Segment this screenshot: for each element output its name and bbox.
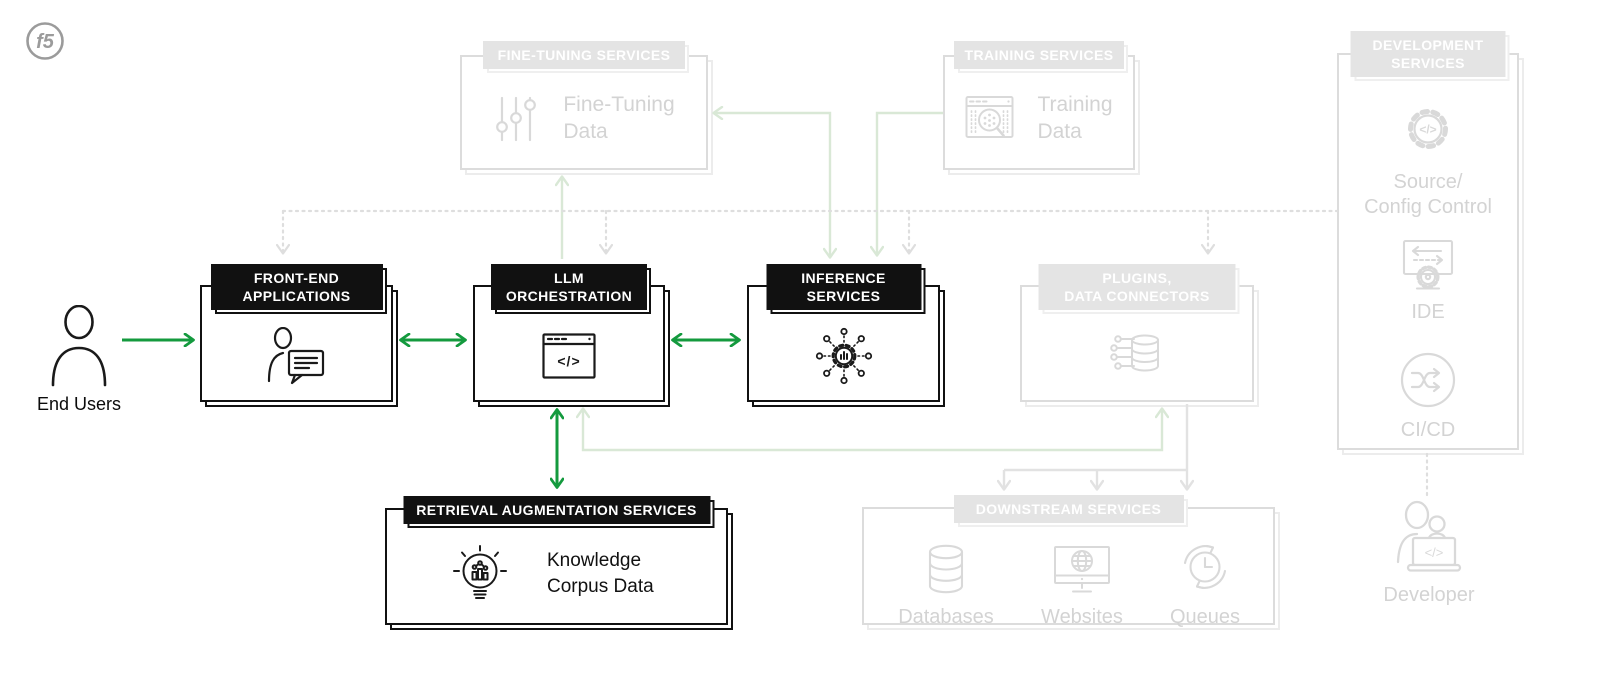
front-end-applications-header: FRONT-END APPLICATIONS bbox=[210, 264, 383, 310]
databases-label: Databases bbox=[898, 606, 994, 628]
developer-label: Developer bbox=[1383, 584, 1475, 606]
lightbulb-chart-icon bbox=[453, 544, 507, 599]
llm-orchestration-box: LLM ORCHESTRATION </> bbox=[473, 264, 665, 402]
browser-code-icon: </> bbox=[542, 332, 596, 379]
cicd-icon bbox=[1400, 352, 1456, 408]
database-icon bbox=[928, 544, 964, 594]
arrow-llm-plugins bbox=[583, 409, 1162, 452]
fine-tuning-services-box: FINE-TUNING SERVICES Fine-Tuning Data bbox=[460, 41, 708, 170]
front-end-applications-box: FRONT-END APPLICATIONS bbox=[200, 264, 393, 402]
fine-tuning-data-label: Fine-Tuning Data bbox=[563, 92, 675, 143]
cicd-label: CI/CD bbox=[1400, 419, 1456, 441]
ide-icon bbox=[1402, 239, 1454, 290]
gear-network-icon bbox=[815, 327, 872, 384]
f5-logo-text: f5 bbox=[36, 31, 55, 53]
gear-code-icon: </> bbox=[1408, 109, 1448, 149]
websites-label: Websites bbox=[1041, 606, 1123, 628]
downstream-item-queues: Queues bbox=[1140, 535, 1270, 630]
end-users-figure: End Users bbox=[26, 305, 132, 415]
retrieval-augmentation-header: RETRIEVAL AUGMENTATION SERVICES bbox=[403, 496, 710, 524]
inference-services-box: INFERENCE SERVICES bbox=[747, 264, 940, 402]
retrieval-augmentation-box: RETRIEVAL AUGMENTATION SERVICES Knowledg… bbox=[385, 496, 728, 625]
database-connector-icon bbox=[1110, 334, 1159, 371]
development-services-header: DEVELOPMENT SERVICES bbox=[1350, 31, 1506, 77]
dev-item-ide: IDE bbox=[1339, 239, 1517, 325]
dev-item-cicd: CI/CD bbox=[1339, 351, 1517, 443]
developer-figure: </> Developer bbox=[1377, 500, 1481, 608]
arrow-inference-finetuning bbox=[714, 113, 830, 257]
source-config-label: Source/ Config Control bbox=[1364, 171, 1492, 218]
end-users-label: End Users bbox=[36, 394, 122, 414]
dev-item-source-config: </> Source/ Config Control bbox=[1339, 97, 1517, 220]
plugins-data-connectors-header: PLUGINS, DATA CONNECTORS bbox=[1038, 264, 1236, 310]
queues-label: Queues bbox=[1169, 606, 1241, 628]
llm-orchestration-header: LLM ORCHESTRATION bbox=[491, 264, 647, 310]
f5-logo-icon: f5 bbox=[26, 22, 64, 60]
training-data-label: Training Data bbox=[1037, 92, 1113, 143]
sliders-icon bbox=[496, 96, 537, 141]
plugins-data-connectors-box: PLUGINS, DATA CONNECTORS bbox=[1020, 264, 1254, 402]
fine-tuning-services-header: FINE-TUNING SERVICES bbox=[483, 41, 685, 69]
gear-code-glyph: </> bbox=[1419, 123, 1436, 137]
development-services-box: DEVELOPMENT SERVICES </> Source/ Config … bbox=[1337, 31, 1519, 450]
inference-services-header: INFERENCE SERVICES bbox=[766, 264, 921, 310]
table-search-icon bbox=[965, 95, 1014, 138]
downstream-item-databases: Databases bbox=[881, 535, 1011, 630]
arrow-training-to-inference bbox=[877, 111, 943, 255]
f5-logo: f5 bbox=[24, 20, 66, 62]
browser-code-glyph: </> bbox=[557, 353, 580, 369]
downstream-services-box: DOWNSTREAM SERVICES Databases bbox=[862, 495, 1275, 628]
end-users-icon bbox=[51, 305, 107, 387]
training-services-header: TRAINING SERVICES bbox=[954, 41, 1124, 69]
queue-icon bbox=[1183, 544, 1227, 590]
training-services-box: TRAINING SERVICES bbox=[943, 41, 1135, 170]
website-icon bbox=[1054, 546, 1110, 593]
person-chat-icon bbox=[267, 326, 324, 384]
developer-laptop-glyph: </> bbox=[1425, 545, 1444, 560]
knowledge-corpus-label: Knowledge Corpus Data bbox=[547, 550, 654, 597]
ide-label: IDE bbox=[1411, 301, 1445, 323]
downstream-item-websites: Websites bbox=[1017, 535, 1147, 630]
developer-icon: </> bbox=[1396, 500, 1462, 572]
downstream-services-header: DOWNSTREAM SERVICES bbox=[953, 495, 1184, 523]
